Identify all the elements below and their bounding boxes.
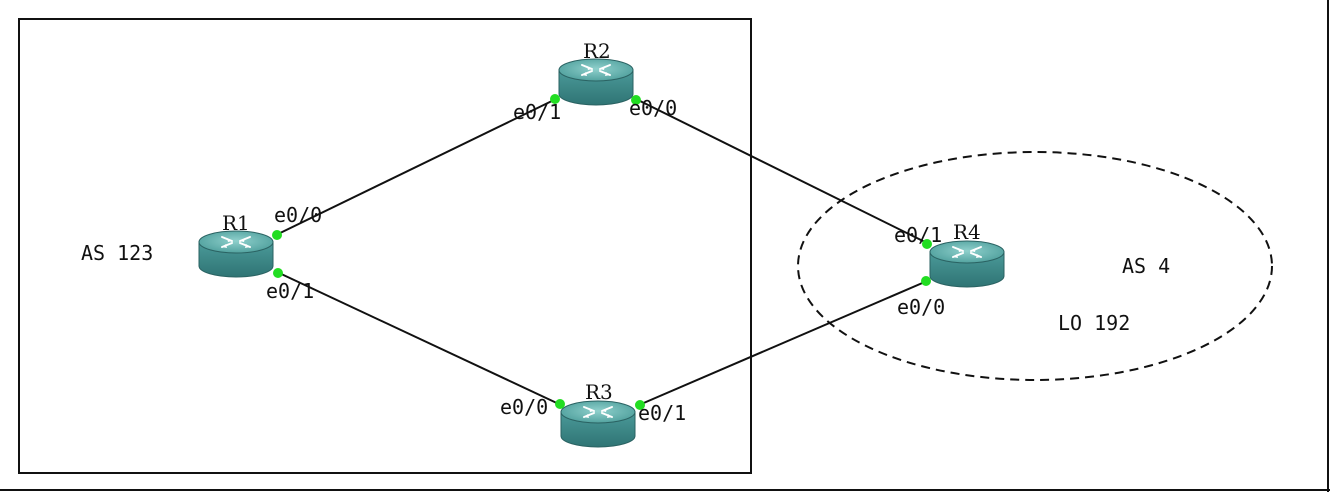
port-dot-r2-e00[interactable] (631, 95, 641, 105)
as4-label: AS 4 (1122, 254, 1171, 278)
router-r1[interactable] (198, 230, 274, 278)
link-r3-r4[interactable] (638, 280, 928, 406)
router-r4-label: R4 (953, 220, 981, 244)
port-dot-r2-e01[interactable] (550, 94, 560, 104)
port-dot-r4-e01[interactable] (922, 239, 932, 249)
router-r3[interactable] (560, 400, 636, 448)
port-dot-r3-e01[interactable] (635, 400, 645, 410)
router-r3-label: R3 (585, 380, 613, 404)
r2-e00-label: e0/0 (629, 96, 678, 120)
port-dot-r1-e01[interactable] (273, 268, 283, 278)
r1-e01-label: e0/1 (266, 279, 315, 303)
port-dot-r3-e00[interactable] (555, 399, 565, 409)
router-r1-label: R1 (222, 211, 250, 235)
as123-label: AS 123 (81, 241, 154, 265)
as123-boundary (18, 18, 752, 474)
r1-e00-label: e0/0 (274, 203, 323, 227)
r3-e01-label: e0/1 (638, 401, 687, 425)
r4-e01-label: e0/1 (894, 223, 943, 247)
loopback-label: LO 192 (1058, 311, 1131, 335)
link-r2-r4[interactable] (635, 98, 928, 244)
r3-e00-label: e0/0 (500, 395, 549, 419)
link-r1-r3[interactable] (276, 271, 562, 406)
r4-e00-label: e0/0 (897, 295, 946, 319)
port-dot-r4-e00[interactable] (921, 276, 931, 286)
as4-boundary (797, 151, 1273, 381)
r2-e01-label: e0/1 (513, 100, 562, 124)
router-r2-label: R2 (583, 39, 611, 63)
link-r1-r2[interactable] (275, 98, 557, 236)
port-dot-r1-e00[interactable] (272, 230, 282, 240)
router-r4[interactable] (929, 240, 1005, 288)
router-r2[interactable] (558, 58, 634, 106)
